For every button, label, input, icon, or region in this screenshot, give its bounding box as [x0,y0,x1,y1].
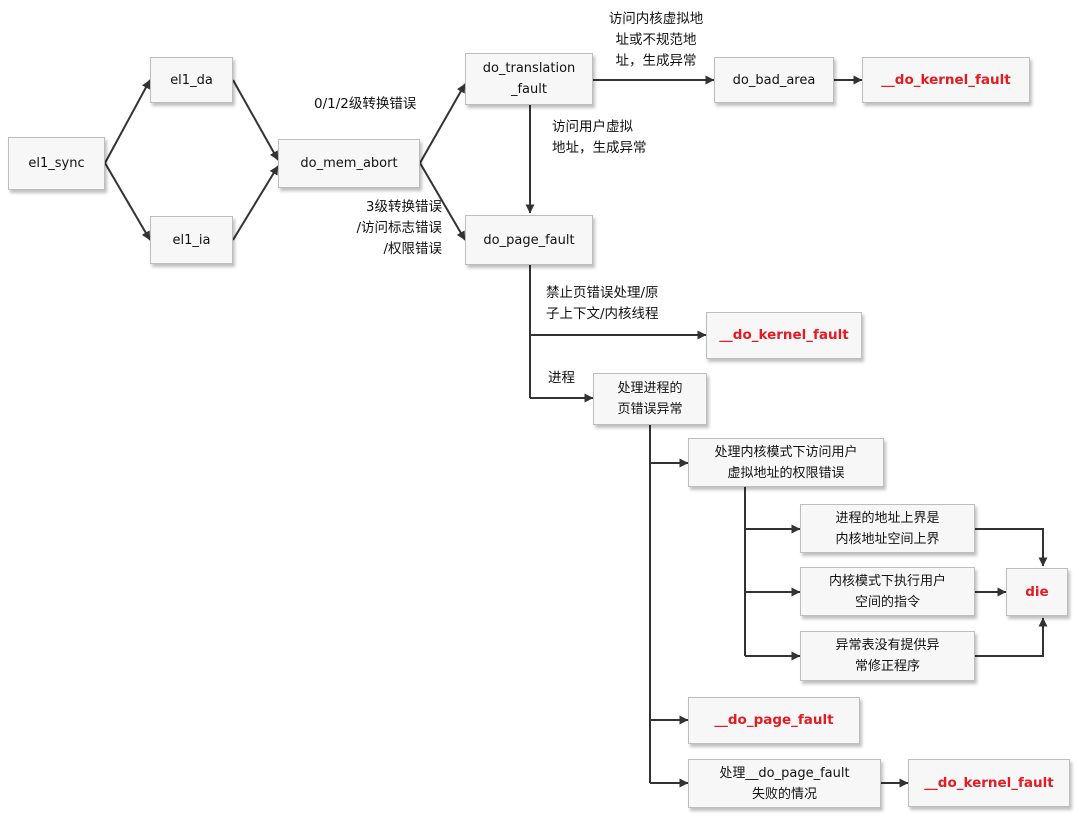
label-level012: 0/1/2级转换错误 [314,96,417,112]
node-die: die [1006,568,1068,616]
node-do-page-fault: do_page_fault [465,215,593,265]
arrow-mem-abort-to-translation [419,83,466,164]
node-no-fixup: 异常表没有提供异 常修正程序 [800,631,975,681]
node-exec-user-insn: 内核模式下执行用户 空间的指令 [800,567,975,616]
arrow-sync-to-ia [104,162,151,241]
arrow-ia-to-mem-abort [232,165,279,241]
label-level3: 3级转换错误 /访问标志错误 /权限错误 [356,199,442,257]
node-el1-sync: el1_sync [8,137,105,190]
label-user-addr: 访问用户虚拟 地址，生成异常 [552,119,647,156]
node-kernel-fault-mid: __do_kernel_fault [706,312,862,359]
arrow-sync-to-da [104,79,151,164]
label-process: 进程 [548,370,575,386]
node-page-fault-inner: __do_page_fault [688,697,860,744]
node-do-translation-fault: do_translation _fault [465,53,593,105]
node-kernel-mode-access: 处理内核模式下访问用户 虚拟地址的权限错误 [688,438,884,487]
node-kernel-fault-bottom: __do_kernel_fault [908,759,1070,807]
node-process-page-error: 处理进程的 页错误异常 [593,373,707,425]
arrow-mem-abort-to-page-fault [419,162,466,241]
node-handle-failure: 处理__do_page_fault 失败的情况 [688,759,881,808]
node-kernel-fault-top: __do_kernel_fault [862,57,1030,103]
node-addr-limit: 进程的地址上界是 内核地址空间上界 [800,504,975,553]
arrow-da-to-mem-abort [232,79,279,161]
node-do-mem-abort: do_mem_abort [278,139,420,188]
node-el1-da: el1_da [150,57,233,103]
arrow-addr-limit-to-die [975,528,1048,567]
arrow-no-fixup-to-die [975,617,1048,657]
label-kernel-addr: 访问内核虚拟地 址或不规范地 址，生成异常 [608,11,704,69]
node-el1-ia: el1_ia [150,216,233,264]
label-disabled: 禁止页错误处理/原 子上下文/内核线程 [546,285,659,322]
node-do-bad-area: do_bad_area [714,57,834,103]
